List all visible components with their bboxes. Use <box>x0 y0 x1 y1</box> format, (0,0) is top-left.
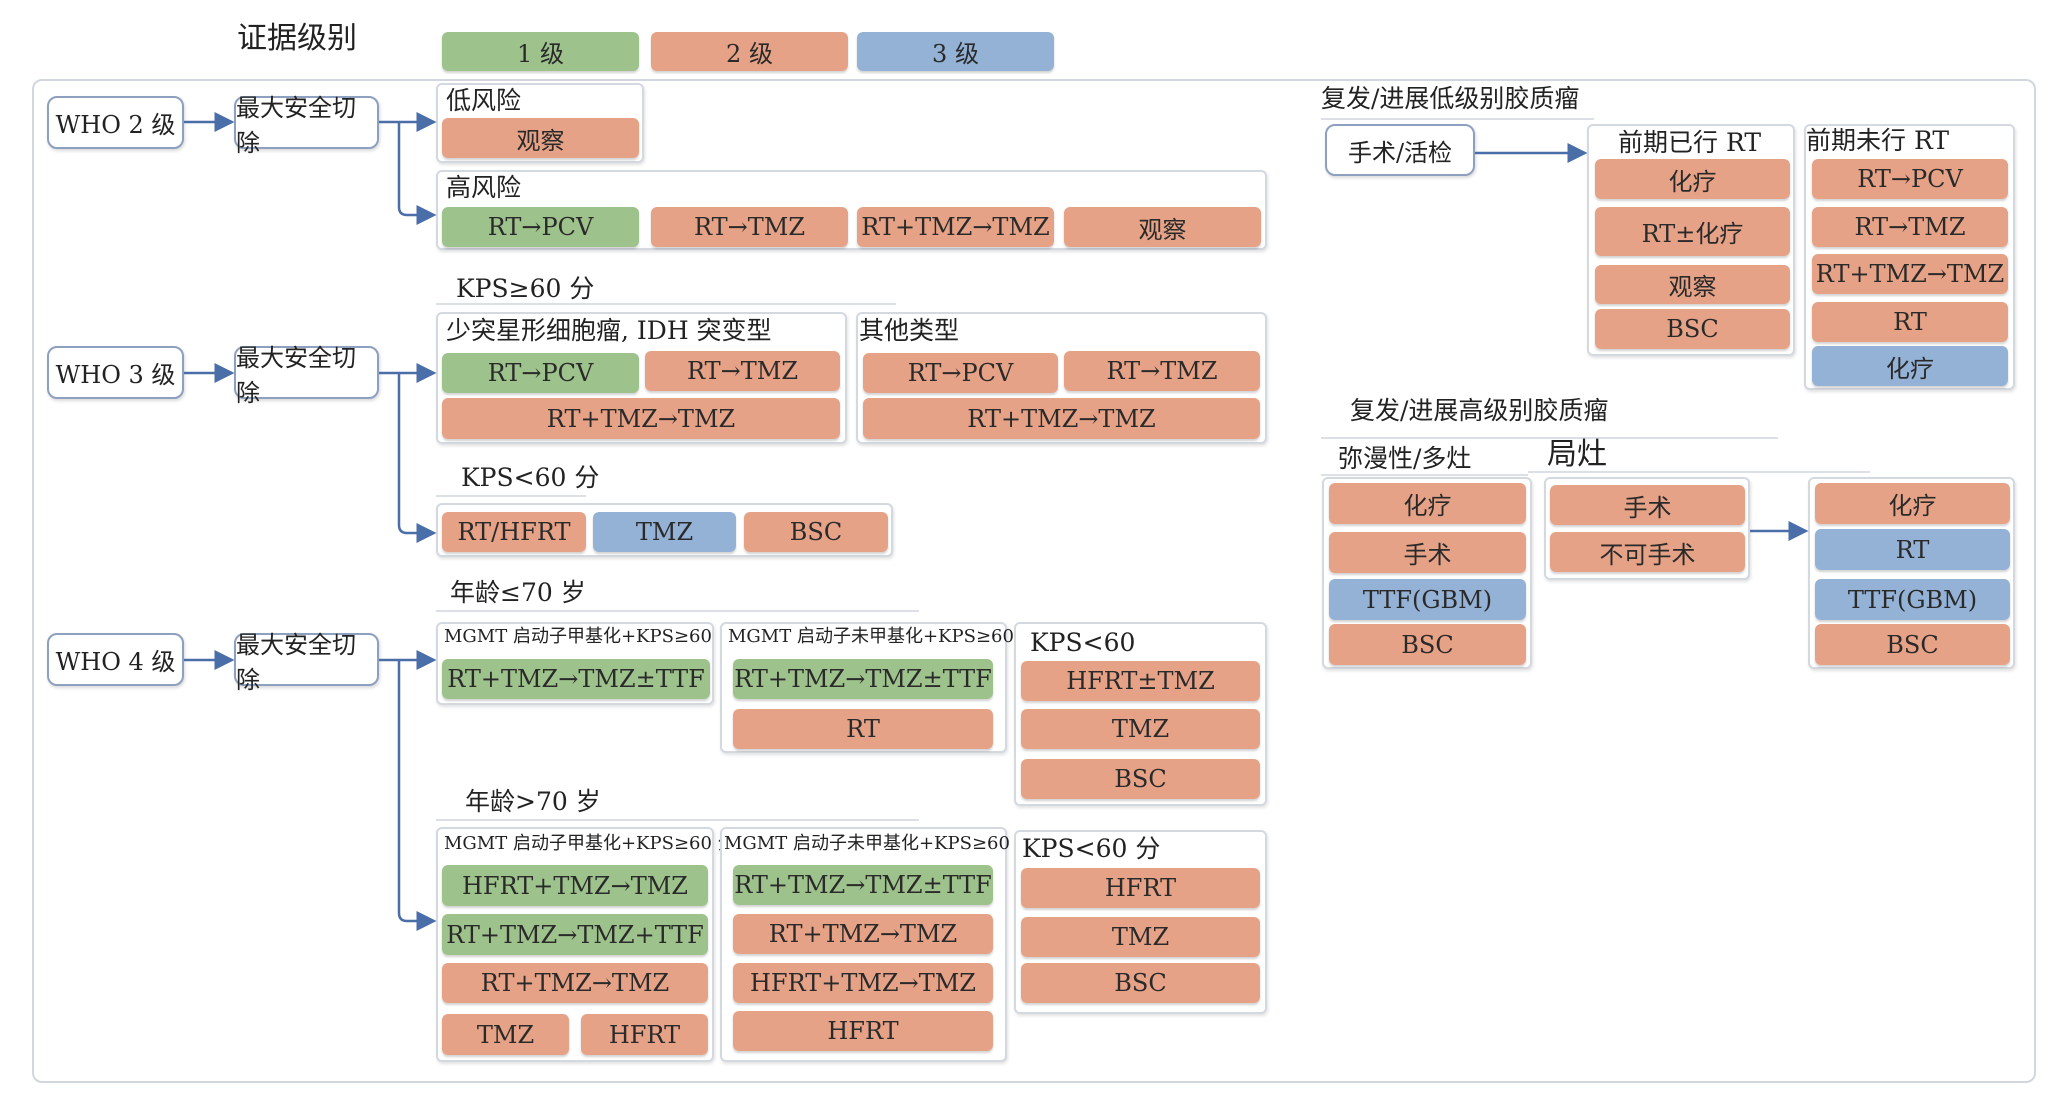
kps-low-option[interactable]: RT/HFRT <box>442 512 586 552</box>
oligo-option[interactable]: RT+TMZ→TMZ <box>442 398 840 439</box>
prior-rt-option[interactable]: RT±化疗 <box>1595 207 1790 256</box>
methylated-option[interactable]: RT+TMZ→TMZ <box>442 963 708 1003</box>
high-risk-option[interactable]: RT→TMZ <box>651 207 848 247</box>
methylated-label: MGMT 启动子甲基化+KPS≥60 <box>444 626 712 647</box>
other-type-label: 其他类型 <box>859 316 960 345</box>
who4-surgery-node[interactable]: 最大安全切除 <box>234 631 379 694</box>
who4-grade-node[interactable]: WHO 4 级 <box>47 633 184 686</box>
other-type-option[interactable]: RT→TMZ <box>1064 351 1260 391</box>
recurrent-high-underline <box>1321 437 1778 439</box>
who2-grade-node[interactable]: WHO 2 级 <box>47 96 184 149</box>
who2-high-arrow <box>397 122 437 225</box>
kps-low-option[interactable]: TMZ <box>1021 917 1260 957</box>
no-prior-rt-option[interactable]: 化疗 <box>1812 346 2008 386</box>
prior-rt-label: 前期已行 RT <box>1618 128 1762 157</box>
focal-next-option[interactable]: 化疗 <box>1815 483 2010 524</box>
focal-next-option[interactable]: TTF(GBM) <box>1815 579 2010 620</box>
kps-low-underline <box>436 495 586 497</box>
diffuse-label: 弥漫性/多灶 <box>1338 444 1472 473</box>
high-risk-option[interactable]: RT→PCV <box>442 207 639 247</box>
no-prior-rt-option[interactable]: RT+TMZ→TMZ <box>1812 254 2008 294</box>
methylated-option[interactable]: TMZ <box>442 1014 569 1055</box>
no-prior-rt-option[interactable]: RT→PCV <box>1812 159 2008 199</box>
kps-high-label: KPS≥60 分 <box>456 274 595 303</box>
methylated-label: MGMT 启动子甲基化+KPS≥60 分 <box>444 833 736 854</box>
kps-low-label: KPS<60 分 <box>1022 834 1161 863</box>
focal-next-option[interactable]: BSC <box>1815 624 2010 665</box>
who3-kps-low-arrow <box>397 373 437 543</box>
age-le70-label: 年龄≤70 岁 <box>450 578 586 607</box>
unmethylated-option[interactable]: RT+TMZ→TMZ±TTF <box>733 865 993 905</box>
methylated-option[interactable]: HFRT+TMZ→TMZ <box>442 865 708 906</box>
age-gt70-underline <box>436 819 919 821</box>
oligo-label: 少突星形细胞瘤, IDH 突变型 <box>446 316 772 345</box>
other-type-option[interactable]: RT→PCV <box>863 353 1058 393</box>
prior-rt-option[interactable]: BSC <box>1595 309 1790 349</box>
diffuse-underline <box>1321 474 1528 476</box>
unmethylated-option[interactable]: HFRT+TMZ→TMZ <box>733 963 993 1003</box>
age-le70-underline <box>436 610 919 612</box>
methylated-option[interactable]: RT+TMZ→TMZ+TTF <box>442 914 708 955</box>
biopsy-node[interactable]: 手术/活检 <box>1325 124 1475 176</box>
focal-option[interactable]: 手术 <box>1550 485 1745 525</box>
diffuse-option[interactable]: BSC <box>1329 624 1526 665</box>
focal-label: 局灶 <box>1547 437 1607 472</box>
unmethylated-option[interactable]: RT+TMZ→TMZ±TTF <box>733 659 993 699</box>
kps-low-option[interactable]: HFRT±TMZ <box>1021 661 1260 701</box>
focal-next-option[interactable]: RT <box>1815 529 2010 570</box>
oligo-option[interactable]: RT→TMZ <box>645 351 840 391</box>
unmethylated-label: MGMT 启动子未甲基化+KPS≥60 <box>728 626 1014 647</box>
kps-low-option[interactable]: HFRT <box>1021 868 1260 908</box>
low-risk-label: 低风险 <box>446 86 522 115</box>
recurrent-low-underline <box>1321 118 1594 120</box>
legend-level-3[interactable]: 3 级 <box>857 32 1054 71</box>
focal-option[interactable]: 不可手术 <box>1550 532 1745 572</box>
oligo-option[interactable]: RT→PCV <box>442 353 639 393</box>
kps-high-underline <box>436 303 896 305</box>
diffuse-option[interactable]: 化疗 <box>1329 483 1526 524</box>
focal-underline <box>1528 471 1870 473</box>
kps-low-option[interactable]: BSC <box>1021 963 1260 1003</box>
kps-low-label: KPS<60 <box>1030 628 1136 657</box>
age-gt70-label: 年龄>70 岁 <box>465 787 601 816</box>
unmethylated-option[interactable]: RT+TMZ→TMZ <box>733 914 993 954</box>
legend-title: 证据级别 <box>237 21 357 56</box>
no-prior-rt-label: 前期未行 RT <box>1806 126 1950 155</box>
unmethylated-option[interactable]: HFRT <box>733 1011 993 1051</box>
main-frame <box>32 79 2036 1083</box>
no-prior-rt-option[interactable]: RT→TMZ <box>1812 207 2008 247</box>
high-risk-option[interactable]: 观察 <box>1064 207 1261 247</box>
kps-low-label: KPS<60 分 <box>461 463 600 492</box>
legend-level-2[interactable]: 2 级 <box>651 32 848 71</box>
high-risk-label: 高风险 <box>446 173 522 202</box>
recurrent-high-title: 复发/进展高级别胶质瘤 <box>1350 396 1609 425</box>
kps-low-option[interactable]: TMZ <box>593 512 736 552</box>
prior-rt-option[interactable]: 观察 <box>1595 265 1790 304</box>
other-type-option[interactable]: RT+TMZ→TMZ <box>863 398 1260 439</box>
no-prior-rt-option[interactable]: RT <box>1812 302 2008 342</box>
methylated-option[interactable]: RT+TMZ→TMZ±TTF <box>442 659 710 699</box>
diffuse-option[interactable]: 手术 <box>1329 532 1526 573</box>
unmethylated-option[interactable]: RT <box>733 709 993 749</box>
who3-surgery-node[interactable]: 最大安全切除 <box>234 344 379 407</box>
legend-level-1[interactable]: 1 级 <box>442 32 639 71</box>
kps-low-option[interactable]: TMZ <box>1021 709 1260 749</box>
who4-age-gt70-arrow <box>397 660 437 931</box>
recurrent-low-title: 复发/进展低级别胶质瘤 <box>1321 84 1580 113</box>
methylated-option[interactable]: HFRT <box>581 1014 708 1055</box>
kps-low-option[interactable]: BSC <box>744 512 888 552</box>
option-observe[interactable]: 观察 <box>442 118 639 158</box>
kps-low-option[interactable]: BSC <box>1021 759 1260 799</box>
diffuse-option[interactable]: TTF(GBM) <box>1329 579 1526 620</box>
high-risk-option[interactable]: RT+TMZ→TMZ <box>857 207 1054 247</box>
who3-grade-node[interactable]: WHO 3 级 <box>47 346 184 399</box>
prior-rt-option[interactable]: 化疗 <box>1595 159 1790 199</box>
unmethylated-label: MGMT 启动子未甲基化+KPS≥60 分 <box>724 833 1034 854</box>
